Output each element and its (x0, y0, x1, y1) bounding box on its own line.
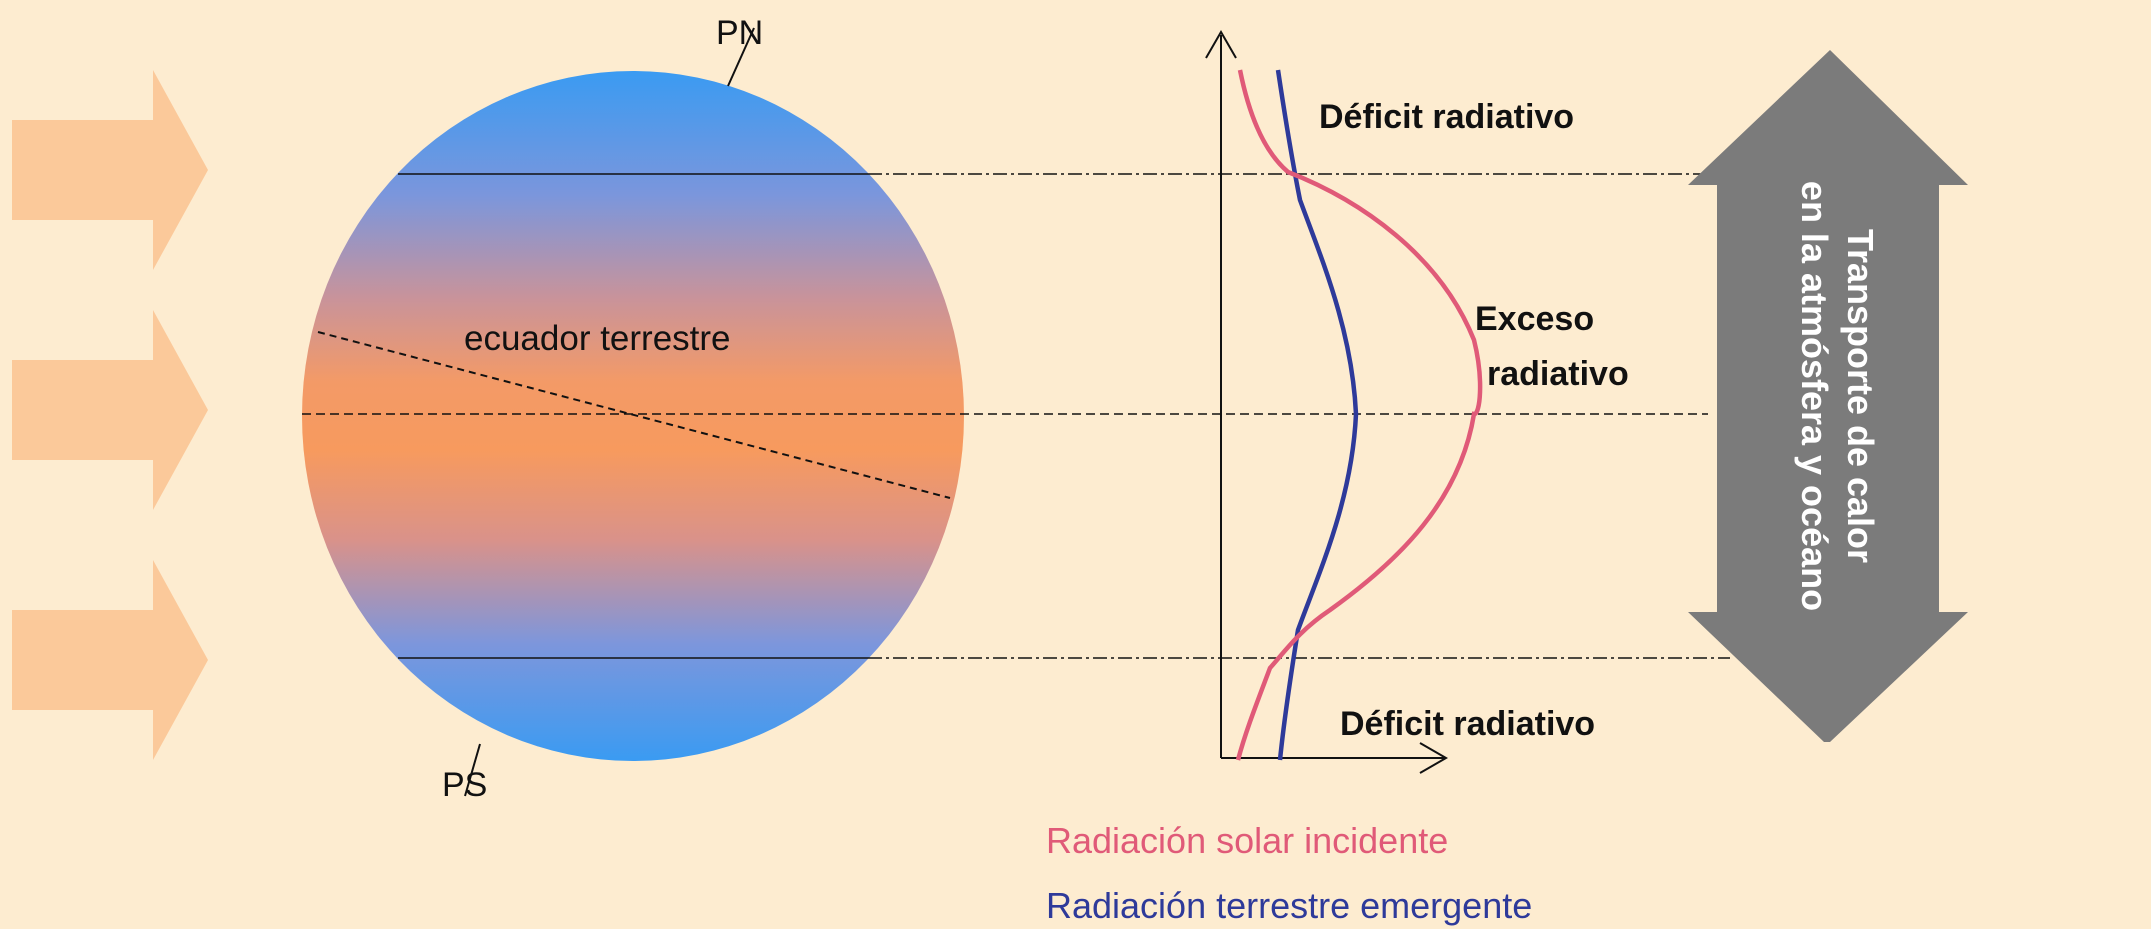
excess-label-line2: radiativo (1487, 355, 1629, 393)
legend-terrestrial: Radiación terrestre emergente (1046, 885, 1532, 926)
incoming-arrow-top (12, 70, 208, 270)
incoming-radiation-arrows (12, 70, 208, 760)
deficit-top-label: Déficit radiativo (1319, 98, 1574, 136)
earth-globe (302, 71, 964, 761)
latitude-lines (302, 173, 1730, 659)
heat-transport-line2: en la atmósfera y océano (1794, 181, 1835, 611)
heat-transport-line1: Transporte de calor (1840, 229, 1881, 563)
solar-radiation-curve (1235, 69, 1483, 761)
south-pole-label: PS (442, 766, 487, 804)
x-axis-arrowhead (1419, 742, 1449, 774)
south-axis-line (464, 743, 481, 797)
earth (302, 27, 964, 797)
north-axis-line (727, 27, 755, 87)
heat-transport-text: Transporte de calor en la atmósfera y oc… (1794, 181, 1881, 611)
incoming-arrow-bottom (12, 560, 208, 760)
graph-axes (1205, 29, 1449, 774)
heat-transport-arrow (1688, 50, 1968, 742)
excess-label-line1: Exceso (1475, 300, 1594, 338)
y-axis-arrowhead (1205, 29, 1237, 59)
tilted-equator-line (317, 331, 951, 499)
incoming-arrow-middle (12, 310, 208, 510)
equator-label: ecuador terrestre (464, 319, 731, 358)
deficit-bottom-label: Déficit radiativo (1340, 705, 1595, 743)
north-pole-label: PN (716, 14, 763, 52)
legend-solar: Radiación solar incidente (1046, 820, 1448, 861)
